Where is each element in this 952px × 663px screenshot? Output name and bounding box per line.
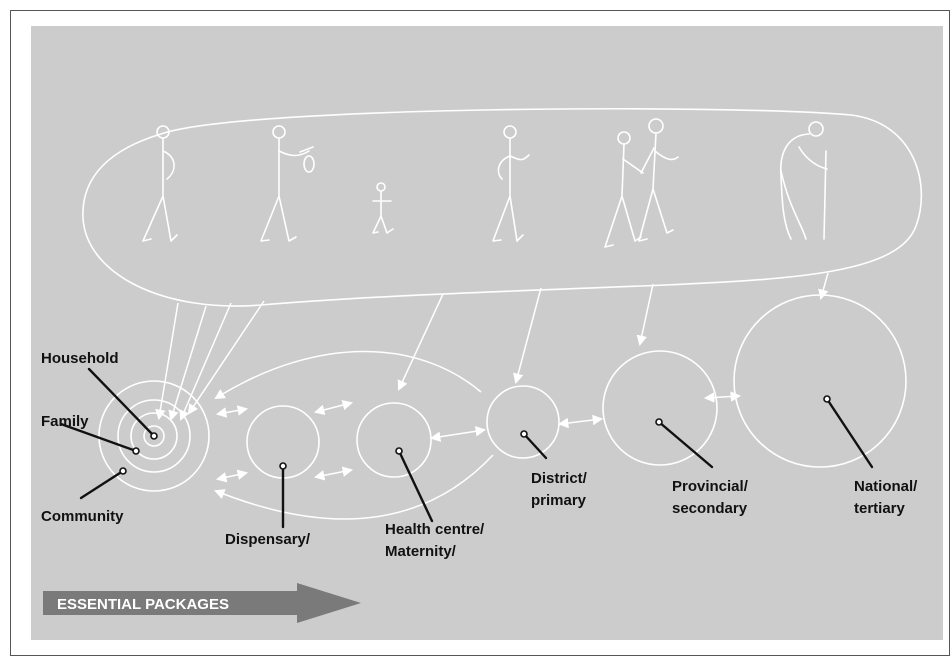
pair-walking-figures-icon <box>604 118 679 248</box>
arrow-district-provincial <box>557 414 604 429</box>
adult-waving-figure-icon <box>492 125 530 242</box>
population-bubble <box>82 107 923 307</box>
dispensary-dot <box>279 462 287 470</box>
family-dot <box>132 447 140 455</box>
family-pointer <box>59 422 138 453</box>
community-label: Community <box>41 508 124 525</box>
family-ring <box>130 412 178 460</box>
health-centre-dot <box>395 447 403 455</box>
provincial-label-line1: Provincial/ <box>672 478 749 495</box>
household-label: Household <box>41 350 119 367</box>
arrow-pop-to-health-centre <box>397 293 444 391</box>
arrow-provincial-national <box>703 391 742 403</box>
national-pointer <box>825 397 874 469</box>
dispensary-label: Dispensary/ <box>225 531 311 548</box>
family-label: Family <box>41 413 89 430</box>
health-system-diagram: Household Family Community Dispensary/ H… <box>31 26 943 640</box>
household-pointer <box>87 367 156 438</box>
provincial-dot <box>655 418 663 426</box>
arrow-pop-to-household-4 <box>187 300 265 415</box>
outer-community-ring <box>98 380 210 492</box>
arrow-pop-to-district <box>513 287 542 385</box>
community-pointer <box>79 469 125 500</box>
child-figure-icon <box>372 182 394 234</box>
essential-packages-label: ESSENTIAL PACKAGES <box>57 596 229 613</box>
national-label-line2: tertiary <box>854 500 906 517</box>
essential-packages-arrow <box>43 583 361 623</box>
arrow-pop-to-national <box>818 272 829 301</box>
arrow-pop-to-household-3 <box>179 302 232 421</box>
diagram-panel <box>31 26 943 640</box>
arrow-dispensary-healthcentre-bottom <box>313 466 354 481</box>
diagram-frame: Household Family Community Dispensary/ H… <box>10 10 950 656</box>
arrow-community-dispensary-bottom <box>215 469 249 483</box>
provincial-label-line2: secondary <box>672 500 748 517</box>
district-dot <box>520 430 528 438</box>
district-label-line2: primary <box>531 492 587 509</box>
adult-eating-figure-icon <box>260 125 315 242</box>
arrow-pop-to-household-1 <box>155 302 179 421</box>
arrow-healthcentre-district <box>429 426 487 442</box>
provincial-pointer <box>657 420 714 469</box>
elderly-with-cane-figure-icon <box>780 121 828 240</box>
health-centre-label-line1: Health centre/ <box>385 521 485 538</box>
national-circle <box>733 294 907 468</box>
arrow-community-dispensary-top <box>215 405 249 418</box>
national-dot <box>823 395 831 403</box>
arrow-dispensary-healthcentre-top <box>313 400 354 415</box>
health-centre-label-line2: Maternity/ <box>385 543 457 560</box>
community-ring <box>117 399 191 473</box>
adult-hand-on-hip-figure-icon <box>142 125 178 242</box>
provincial-circle <box>602 350 718 466</box>
community-dot <box>119 467 127 475</box>
referral-arc-bottom <box>214 454 494 520</box>
household-dot <box>150 432 158 440</box>
arrow-pop-to-provincial <box>636 283 654 347</box>
arrow-pop-to-household-2 <box>168 305 207 422</box>
referral-arc-top <box>214 350 482 400</box>
health-centre-pointer <box>397 449 434 523</box>
household-circle <box>143 425 165 447</box>
district-pointer <box>522 432 548 460</box>
national-label-line1: National/ <box>854 478 918 495</box>
district-label-line1: District/ <box>531 470 588 487</box>
